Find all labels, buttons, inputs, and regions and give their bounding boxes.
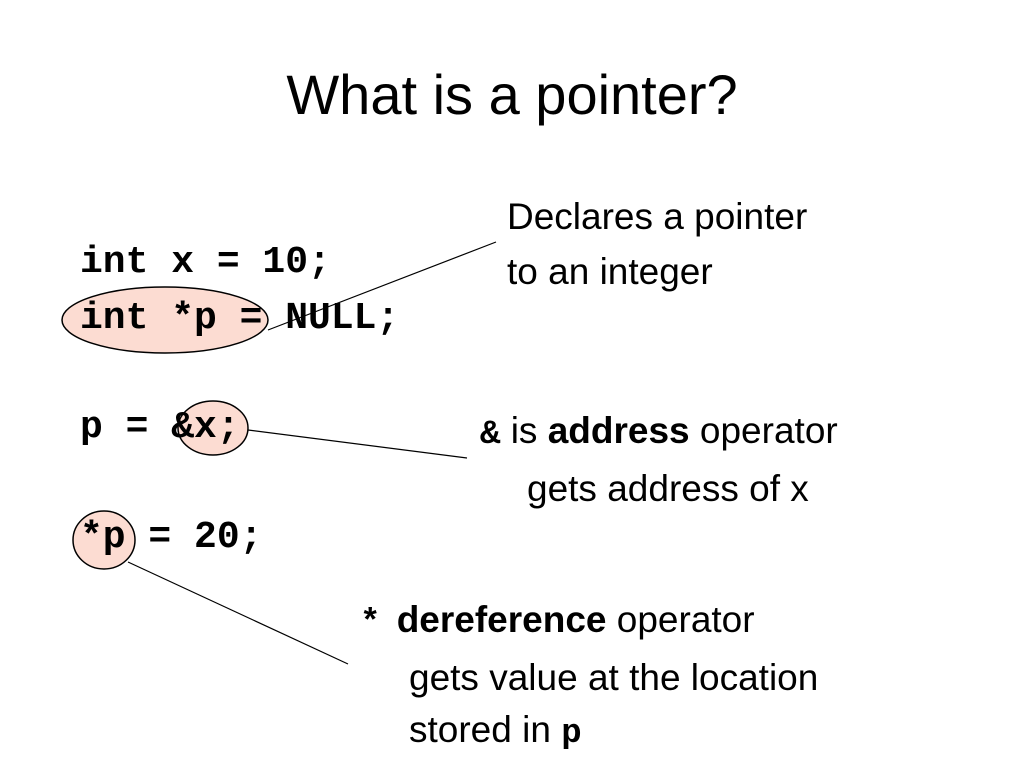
address-callout-prefix: is: [510, 410, 538, 451]
callout-declare-line1: Declares a pointer: [507, 196, 808, 237]
highlight-deref-p: [72, 510, 136, 570]
deref-line3-text: stored in: [409, 709, 551, 750]
highlight-int-ptr-declaration: [61, 286, 269, 354]
code-line-assign-address: p = &x;: [80, 406, 240, 449]
dereference-term: dereference: [396, 599, 607, 640]
deref-line3-code: p: [561, 715, 582, 753]
callout-deref-line3: stored in p: [409, 704, 582, 760]
callout-address-line1: & is address operator: [480, 405, 838, 461]
address-callout-suffix: operator: [699, 410, 838, 451]
code-line-int-x: int x = 10;: [80, 241, 331, 284]
address-term: address: [547, 410, 690, 451]
slide-title: What is a pointer?: [286, 63, 738, 126]
callout-declare-line2: to an integer: [507, 251, 713, 292]
callout-address-line2: gets address of x: [527, 468, 809, 509]
code-line-int-ptr: int *p = NULL;: [80, 297, 400, 340]
deref-callout-suffix: operator: [616, 599, 755, 640]
connector-declare: [267, 241, 497, 331]
callout-deref-line2: gets value at the location: [409, 657, 819, 698]
address-operator-symbol: &: [480, 416, 501, 454]
callout-deref-line1: * dereference operator: [360, 594, 755, 650]
highlight-address-of-x: [177, 400, 249, 456]
connector-address: [247, 429, 468, 459]
deref-operator-symbol: *: [360, 605, 381, 643]
connector-deref: [127, 561, 349, 665]
code-line-deref-assign: *p = 20;: [80, 516, 263, 559]
